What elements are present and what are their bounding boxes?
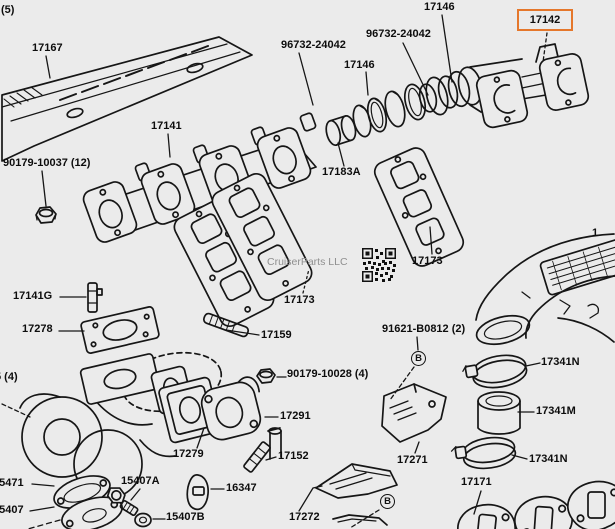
part-label-15407B[interactable]: 15407B [166, 511, 205, 523]
label-fragment-top-left: (5) [1, 4, 15, 16]
part-drawing-stay-17271 [381, 383, 447, 443]
label-fragment-left: 5 (4) [0, 371, 18, 383]
hex-nut-icon [35, 206, 57, 224]
part-label-90179-10028[interactable]: 90179-10028 (4) [287, 368, 369, 380]
part-label-15471[interactable]: 15471 [0, 477, 24, 489]
part-label-16347[interactable]: 16347 [226, 482, 257, 494]
part-drawing-gasket-17173-front [173, 172, 313, 328]
part-label-17271[interactable]: 17271 [397, 454, 428, 466]
circled-b-marker-1: B [411, 351, 426, 366]
part-label-17146-b[interactable]: 17146 [344, 59, 375, 71]
part-label-90179-10037[interactable]: 90179-10037 (12) [3, 157, 91, 169]
part-drawing-gasket-16347 [186, 474, 209, 511]
part-drawing-exhaust-manifold-17142 [418, 43, 590, 129]
part-drawing-gasket-17173-rear [373, 147, 465, 267]
part-label-17167[interactable]: 17167 [32, 42, 63, 54]
watermark: CruiserParts LLC [267, 256, 348, 268]
part-label-17159[interactable]: 17159 [261, 329, 292, 341]
part-drawing-clamp-17341N-upper [462, 354, 528, 389]
highlighted-part-box-17142[interactable]: 17142 [517, 9, 573, 31]
part-label-17272[interactable]: 17272 [289, 511, 320, 523]
part-drawing-heat-shield-17167 [1, 36, 253, 162]
part-drawing-exhaust-manifold-17141 [82, 112, 317, 243]
circled-b-marker-2: B [380, 494, 395, 509]
stud-bolt-icon-17152 [243, 441, 271, 473]
part-label-96732-24042-b[interactable]: 96732-24042 [366, 28, 431, 40]
part-label-17171[interactable]: 17171 [461, 476, 492, 488]
part-label-17173-rear[interactable]: 17173 [412, 255, 443, 267]
part-label-17341M[interactable]: 17341M [536, 405, 576, 417]
leader-lines [1, 14, 548, 529]
part-label-17146-a[interactable]: 17146 [424, 1, 455, 13]
part-drawing-insulator-17272 [315, 463, 398, 499]
part-drawing-gaskets-15471-15407 [27, 475, 123, 529]
part-label-17152[interactable]: 17152 [278, 450, 309, 462]
part-label-17291[interactable]: 17291 [280, 410, 311, 422]
part-label-17341N-upper[interactable]: 17341N [541, 356, 580, 368]
part-drawing-bottom-bracket [332, 514, 388, 526]
part-label-17173-front[interactable]: 17173 [284, 294, 315, 306]
part-label-96732-24042-a[interactable]: 96732-24042 [281, 39, 346, 51]
part-drawing-clamp-17341N-lower [450, 436, 517, 470]
hex-nut-icon-10028 [256, 368, 276, 384]
part-label-15407A[interactable]: 15407A [121, 475, 160, 487]
part-label-17141G[interactable]: 17141G [13, 290, 53, 302]
part-drawing-bolt-15407A [106, 487, 152, 528]
qr-code [362, 248, 396, 282]
part-label-15407[interactable]: 15407 [0, 504, 24, 516]
part-drawing-intake-duct [475, 233, 615, 346]
part-label-17183A[interactable]: 17183A [322, 166, 361, 178]
part-drawing-elbow-17291 [200, 376, 262, 441]
part-label-17141[interactable]: 17141 [151, 120, 182, 132]
part-label-17341N-lower[interactable]: 17341N [529, 453, 568, 465]
label-fragment-right: 1 [592, 227, 599, 239]
stud-bolt-icon-17141G [87, 282, 103, 313]
part-label-17278[interactable]: 17278 [22, 323, 53, 335]
part-label-17279[interactable]: 17279 [173, 448, 204, 460]
part-drawing-gasket-17278 [80, 306, 160, 354]
part-label-91621-B0812[interactable]: 91621-B0812 (2) [382, 323, 466, 335]
part-label-17142: 17142 [529, 14, 561, 26]
part-drawing-hose-17341M [477, 391, 521, 435]
